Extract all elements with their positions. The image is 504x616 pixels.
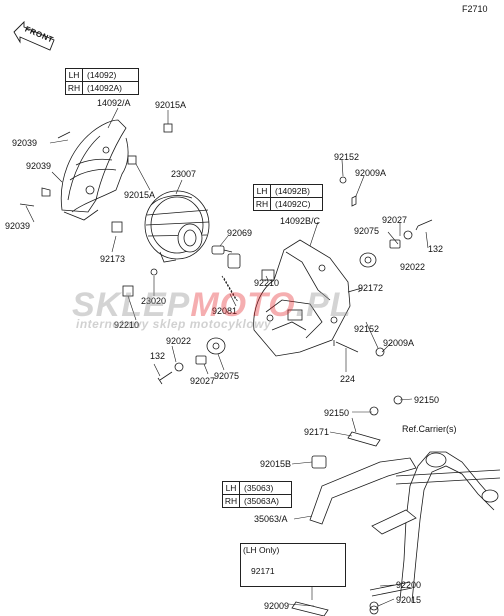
lh-only-part: 92171 <box>251 566 275 576</box>
dampers-drawing <box>19 123 433 385</box>
watermark-tagline: internetowy sklep motocyklowy <box>76 317 272 331</box>
figure-code: F2710 <box>462 4 488 14</box>
part-92069: 92069 <box>227 228 253 238</box>
part-14092BC: 14092B/C <box>280 216 321 226</box>
part-92172: 92172 <box>358 283 384 293</box>
housing-rh-side: RH <box>66 82 83 94</box>
part-35063A: 35063/A <box>254 514 288 524</box>
part-92039-a: 92039 <box>12 138 38 148</box>
carrier-frame-drawing <box>369 451 501 603</box>
stay-rh-code: (35063A) <box>244 496 279 506</box>
part-92022-a: 92022 <box>400 262 426 272</box>
part-132-a: 132 <box>428 244 444 254</box>
part-92027-a: 92027 <box>382 215 408 225</box>
inner-cover-lh-side: LH <box>254 185 271 197</box>
part-92210-a: 92210 <box>114 320 140 330</box>
housing-lh-code: (14092) <box>87 70 117 80</box>
inner-cover-rh-code: (14092C) <box>275 199 311 209</box>
part-92015B: 92015B <box>260 459 292 469</box>
part-132-b: 132 <box>150 351 166 361</box>
part-92075-b: 92075 <box>214 371 240 381</box>
watermark-main-right: .PL <box>295 286 352 324</box>
inner-cover-row-rh: RH (14092C) <box>254 198 322 210</box>
stay-rh-side: RH <box>223 495 240 507</box>
stay-row-lh: LH (35063) <box>223 482 291 495</box>
housing-row-rh: RH (14092A) <box>66 82 138 94</box>
part-92027-b: 92027 <box>190 376 216 386</box>
watermark-logo: SKLEPMOTO.PL <box>72 286 352 325</box>
housing-lh-side: LH <box>66 69 83 81</box>
headlight-unit-drawing <box>144 190 241 303</box>
inner-cover-lh-code: (14092B) <box>275 186 310 196</box>
part-92015A-a: 92015A <box>155 100 187 110</box>
lh-only-header: (LH Only) <box>243 545 280 555</box>
headlight-housing-drawing <box>60 119 129 221</box>
part-92081: 92081 <box>212 306 238 316</box>
stay-lh-code: (35063) <box>244 483 274 493</box>
housing-side-table: LH (14092) RH (14092A) <box>65 68 139 95</box>
part-92015: 92015 <box>396 595 422 605</box>
part-92150-b: 92150 <box>414 395 440 405</box>
leader-lines <box>25 107 429 607</box>
part-92152-b: 92152 <box>354 324 380 334</box>
stay-side-table: LH (35063) RH (35063A) <box>222 481 292 508</box>
housing-rh-code: (14092A) <box>87 83 122 93</box>
part-92015A-b: 92015A <box>124 190 156 200</box>
part-92039-c: 92039 <box>5 221 31 231</box>
part-92152-a: 92152 <box>334 152 360 162</box>
inner-cover-side-table: LH (14092B) RH (14092C) <box>253 184 323 211</box>
part-92039-b: 92039 <box>26 161 52 171</box>
part-92009: 92009 <box>264 601 290 611</box>
ref-carrier-label: Ref.Carrier(s) <box>402 424 457 434</box>
watermark-main-left: SKLEP <box>72 286 191 324</box>
part-224: 224 <box>340 374 356 384</box>
front-arrow-icon <box>13 20 55 51</box>
stay-row-rh: RH (35063A) <box>223 495 291 507</box>
lh-only-box: (LH Only) 92171 <box>240 543 346 587</box>
stay-lh-side: LH <box>223 482 240 494</box>
part-92009A-b: 92009A <box>383 338 415 348</box>
part-92210-b: 92210 <box>254 278 280 288</box>
part-92075-a: 92075 <box>354 226 380 236</box>
inner-cover-row-lh: LH (14092B) <box>254 185 322 198</box>
part-92150-a: 92150 <box>324 408 350 418</box>
part-92173: 92173 <box>100 254 126 264</box>
part-23020: 23020 <box>141 296 167 306</box>
inner-cover-rh-side: RH <box>254 198 271 210</box>
part-23007: 23007 <box>171 169 197 179</box>
part-14092A: 14092/A <box>97 98 131 108</box>
part-92200: 92200 <box>396 580 422 590</box>
part-92009A-a: 92009A <box>355 168 387 178</box>
part-92171-a: 92171 <box>304 427 330 437</box>
watermark-main-accent: MOTO <box>190 286 296 324</box>
stay-bracket-drawing <box>291 395 417 616</box>
housing-row-lh: LH (14092) <box>66 69 138 82</box>
part-92022-b: 92022 <box>166 336 192 346</box>
